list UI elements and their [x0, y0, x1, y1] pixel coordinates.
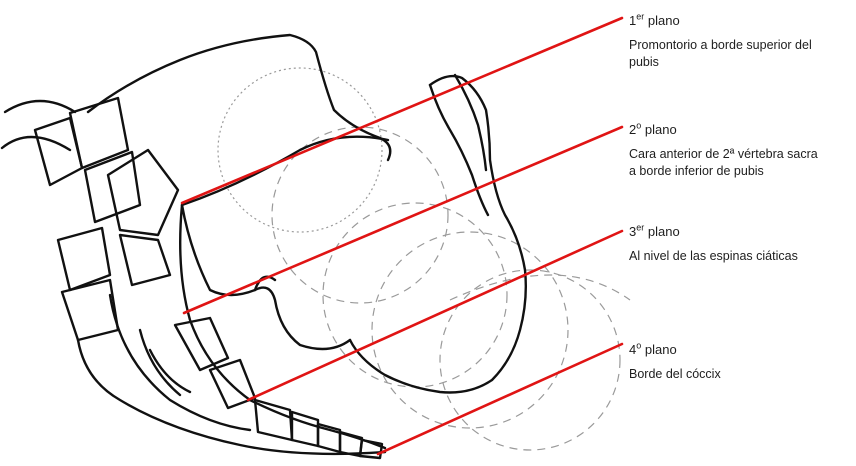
vertebra-7 [62, 280, 118, 340]
coccyx-5 [360, 440, 382, 458]
pelvis-outline [2, 35, 526, 458]
plane-line-3 [248, 231, 622, 400]
lumbar-line-1 [5, 101, 75, 112]
vertebra-5 [120, 235, 170, 285]
iliac-wing-edge [182, 137, 388, 205]
plane-4-heading: 4o plano [629, 342, 854, 358]
guide-circles [218, 68, 630, 450]
iliac-crest [88, 35, 390, 160]
plane-4-description: Borde del cóccix [629, 366, 854, 383]
plane-line-2 [184, 127, 622, 313]
plane-2-heading: 2o plano [629, 122, 854, 138]
pubis [350, 76, 526, 392]
vertebra-6 [58, 228, 110, 290]
plane-3-label: 3er plano Al nivel de las espinas ciátic… [629, 224, 854, 265]
plane-4-label: 4o plano Borde del cóccix [629, 342, 854, 383]
lumbar-line-2 [2, 137, 70, 150]
plane-3-heading: 3er plano [629, 224, 854, 240]
plane-1-heading: 1er plano [629, 13, 854, 29]
plane-lines [182, 18, 622, 454]
plane-1-label: 1er plano Promontorio a borde superior d… [629, 13, 854, 71]
plane-3-description: Al nivel de las espinas ciáticas [629, 248, 854, 265]
guide-circle-5 [440, 270, 620, 450]
plane-2-description: Cara anterior de 2ª vértebra sacra a bor… [629, 146, 854, 180]
vertebra-4 [108, 150, 178, 235]
coccyx-2 [292, 412, 318, 446]
plane-line-1 [182, 18, 622, 203]
plane-2-label: 2o plano Cara anterior de 2ª vértebra sa… [629, 122, 854, 180]
plane-1-description: Promontorio a borde superior del pubis [629, 37, 854, 71]
obturator-edge [455, 75, 486, 170]
plane-line-4 [378, 344, 622, 454]
vertebra-2 [35, 118, 82, 185]
